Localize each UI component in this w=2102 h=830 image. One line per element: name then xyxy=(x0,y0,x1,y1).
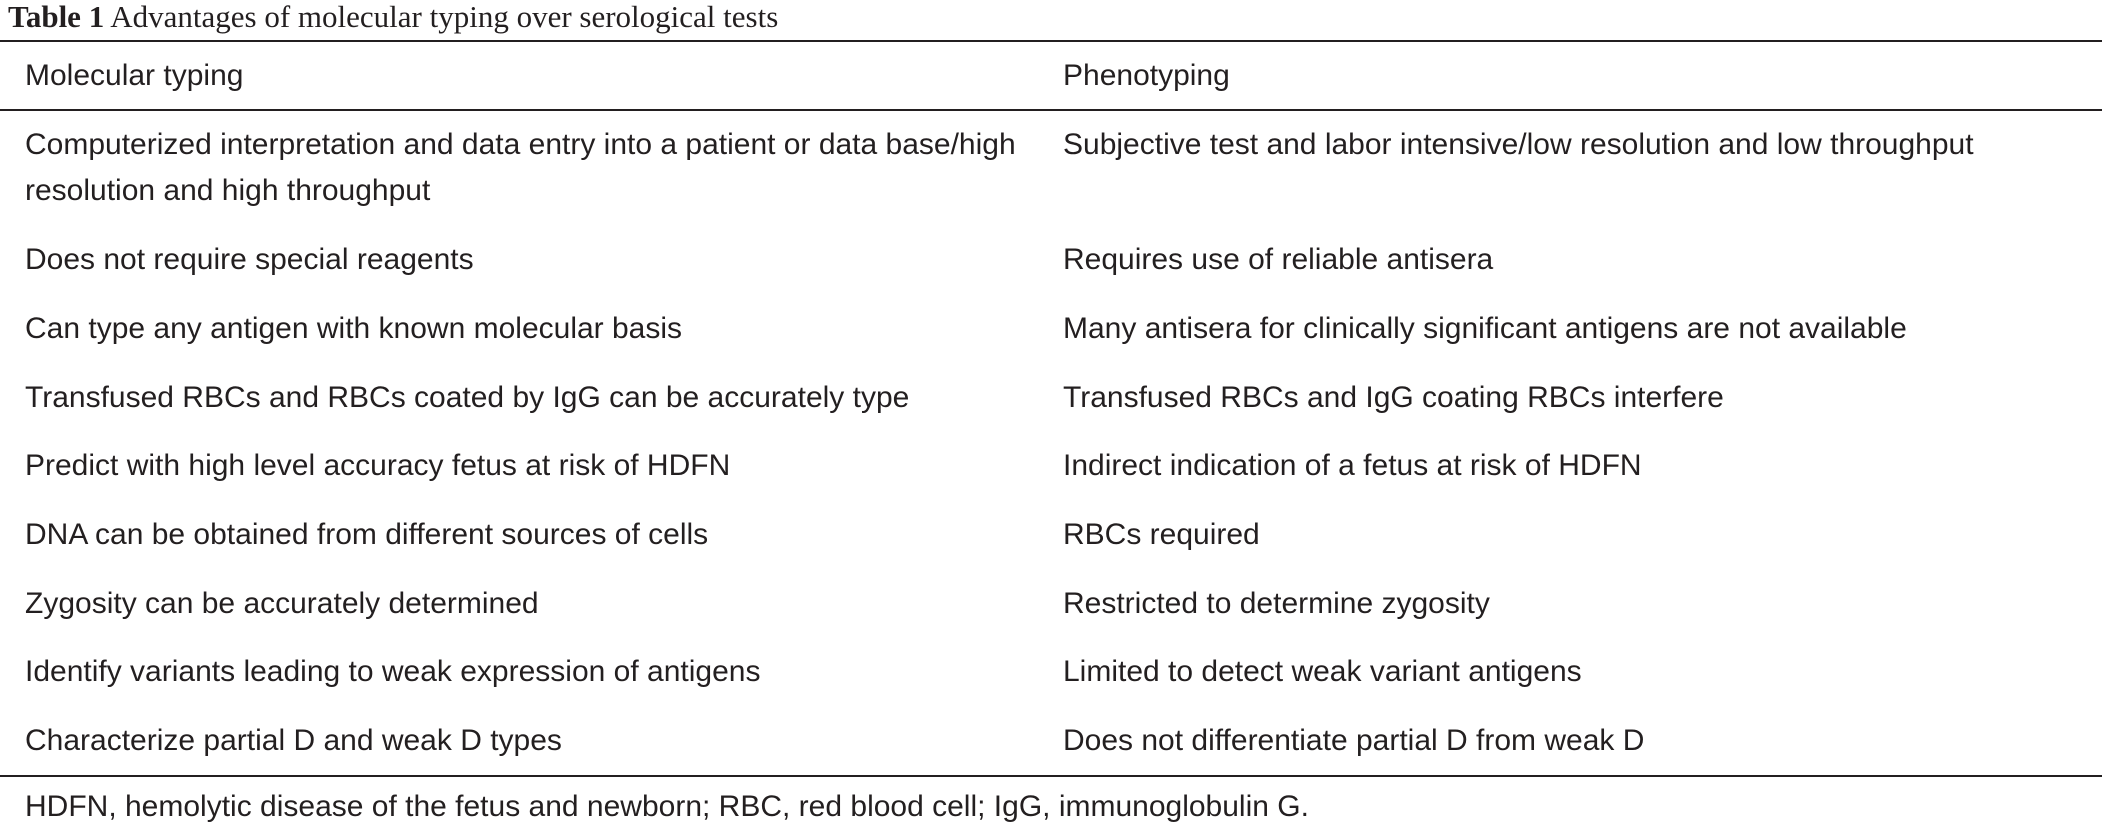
header-molecular-typing: Molecular typing xyxy=(25,59,244,92)
table-cell-molecular-8: Characterize partial D and weak D types xyxy=(25,724,562,757)
table-cell-phenotyping-1: Requires use of reliable antisera xyxy=(1063,243,1494,276)
table-title: Advantages of molecular typing over sero… xyxy=(110,0,779,34)
table-cell-molecular-5: DNA can be obtained from different sourc… xyxy=(25,518,709,551)
header-phenotyping: Phenotyping xyxy=(1063,59,1230,92)
table-cell-phenotyping-4: Indirect indication of a fetus at risk o… xyxy=(1063,449,1642,482)
table-caption: Table 1 Advantages of molecular typing o… xyxy=(8,0,778,36)
table-cell-molecular-7: Identify variants leading to weak expres… xyxy=(25,655,761,688)
table-cell-molecular-6: Zygosity can be accurately determined xyxy=(25,587,539,620)
bottom-rule xyxy=(0,775,2102,777)
table-cell-molecular-3: Transfused RBCs and RBCs coated by IgG c… xyxy=(25,381,910,414)
table-cell-phenotyping-5: RBCs required xyxy=(1063,518,1260,551)
table-footnote: HDFN, hemolytic disease of the fetus and… xyxy=(25,790,1309,823)
table-cell-phenotyping-8: Does not differentiate partial D from we… xyxy=(1063,724,1645,757)
table-cell-molecular-4: Predict with high level accuracy fetus a… xyxy=(25,449,731,482)
table-cell-molecular-2: Can type any antigen with known molecula… xyxy=(25,312,683,345)
table-cell-phenotyping-6: Restricted to determine zygosity xyxy=(1063,587,1490,620)
table-cell-phenotyping-3: Transfused RBCs and IgG coating RBCs int… xyxy=(1063,381,1724,414)
table-cell-molecular-1: Does not require special reagents xyxy=(25,243,474,276)
table-number: Table 1 xyxy=(8,0,105,34)
table-cell-phenotyping-0: Subjective test and labor intensive/low … xyxy=(1063,128,1974,161)
header-rule xyxy=(0,109,2102,111)
table-cell-phenotyping-2: Many antisera for clinically significant… xyxy=(1063,312,1907,345)
table-cell-phenotyping-7: Limited to detect weak variant antigens xyxy=(1063,655,1582,688)
top-rule xyxy=(0,40,2102,42)
table-cell-molecular-0: Computerized interpretation and data ent… xyxy=(25,128,1016,207)
